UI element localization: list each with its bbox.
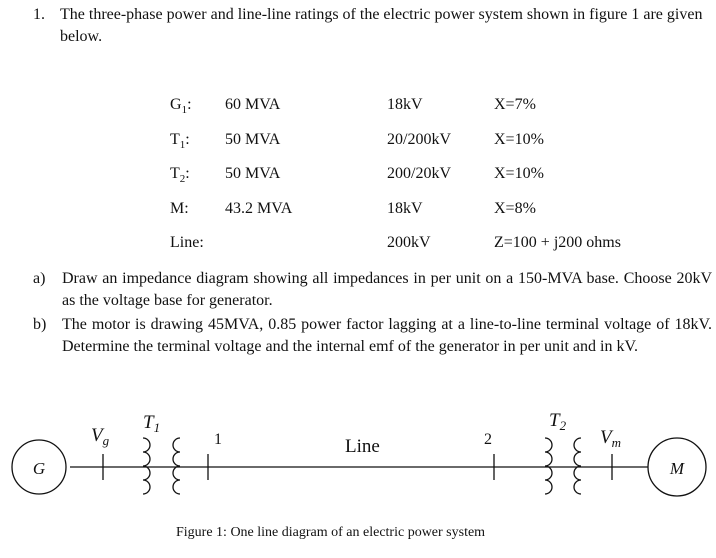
rating-power: 50 MVA [225,131,281,148]
part-text: Draw an impedance diagram showing all im… [62,270,712,309]
rating-row-g1: G1: 60 MVA 18kV X=7% [0,96,716,120]
vm-label: Vm [600,427,621,450]
t2-primary-coil [544,437,553,495]
rating-row-t1: T1: 50 MVA 20/200kV X=10% [0,131,716,155]
question-number: 1. [33,6,45,23]
bus2-label: 2 [484,431,492,448]
rating-voltage: 200kV [387,234,431,251]
rating-power: 50 MVA [225,165,281,182]
rating-voltage: 18kV [387,96,423,113]
rating-param: X=10% [494,165,544,182]
rating-voltage: 18kV [387,200,423,217]
motor-label: M [669,459,685,478]
rating-name: T2: [170,165,190,186]
rating-name: Line: [170,234,204,251]
t1-primary-coil [142,437,151,495]
ratings-table: G1: 60 MVA 18kV X=7% T1: 50 MVA 20/200kV… [0,0,716,260]
generator-label: G [33,459,45,478]
rating-row-line: Line: 200kV Z=100 + j200 ohms [0,234,716,258]
vg-label: Vg [91,425,110,448]
t1-secondary-coil [172,437,181,495]
rating-row-m: M: 43.2 MVA 18kV X=8% [0,200,716,224]
rating-name: T1: [170,131,190,152]
rating-param: X=7% [494,96,536,113]
t2-label: T2 [549,410,567,433]
part-a: a) Draw an impedance diagram showing all… [0,268,716,314]
rating-row-t2: T2: 50 MVA 200/20kV X=10% [0,165,716,189]
line-label: Line [345,436,380,457]
rating-power: 60 MVA [225,96,281,113]
rating-param: X=10% [494,131,544,148]
bus1-label: 1 [214,431,222,448]
rating-param: X=8% [494,200,536,217]
rating-voltage: 20/200kV [387,131,451,148]
rating-voltage: 200/20kV [387,165,451,182]
part-b: b) The motor is drawing 45MVA, 0.85 powe… [0,314,716,382]
rating-power: 43.2 MVA [225,200,293,217]
rating-name: M: [170,200,189,217]
question-text: The three-phase power and line-line rati… [60,6,703,45]
part-label: b) [33,316,47,333]
part-label: a) [33,270,46,287]
t2-secondary-coil [573,437,582,495]
figure-caption: Figure 1: One line diagram of an electri… [176,525,486,540]
motor-symbol [647,437,707,497]
part-text: The motor is drawing 45MVA, 0.85 power f… [62,316,712,355]
generator-symbol [11,439,67,495]
t1-label: T1 [143,412,160,435]
rating-param: Z=100 + j200 ohms [494,234,621,251]
rating-name: G1: [170,96,192,117]
